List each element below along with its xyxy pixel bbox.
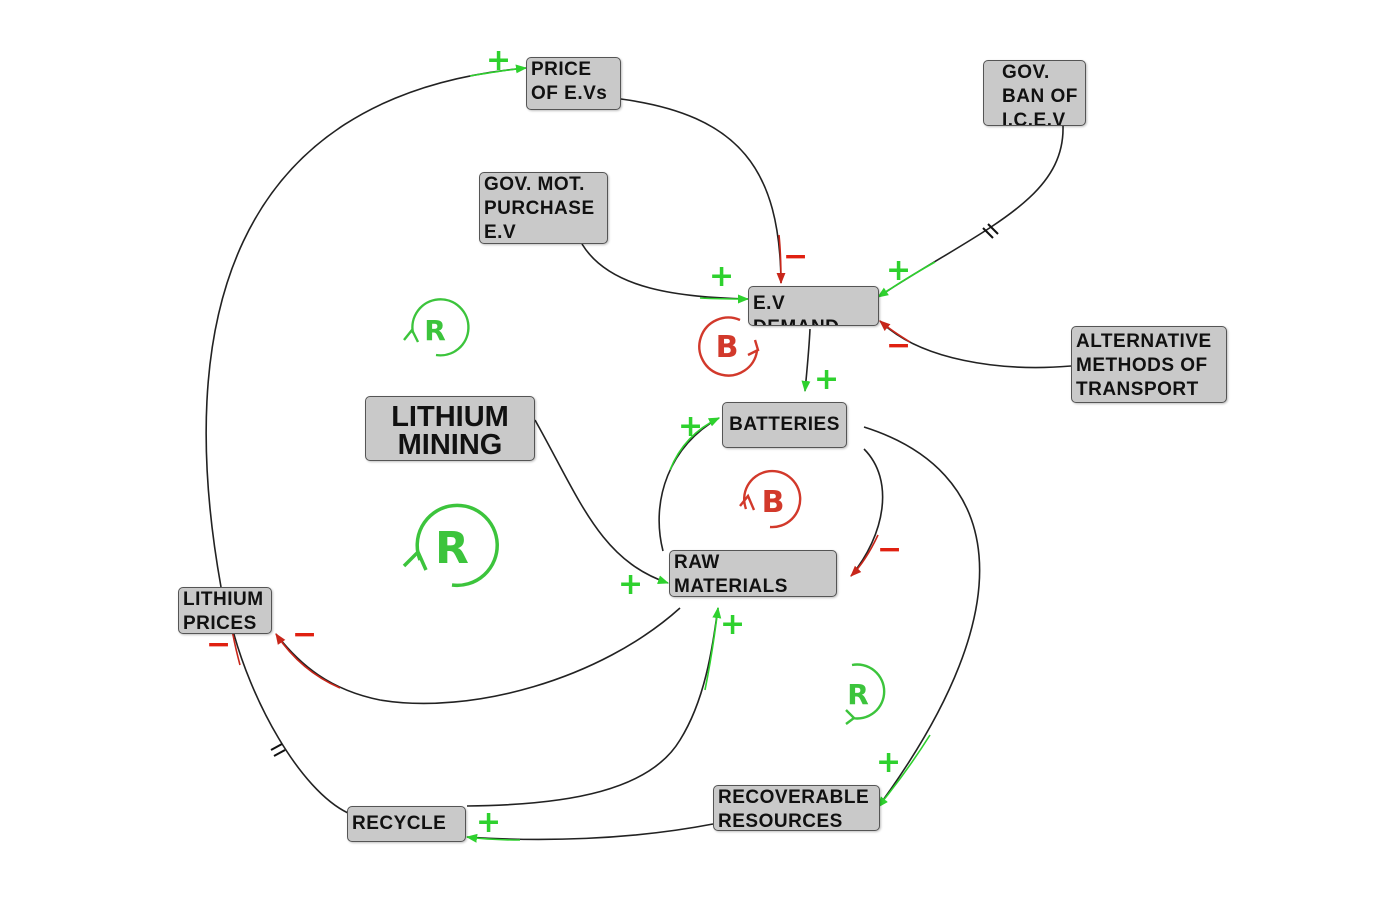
edge-batteries-to-raw-materials — [850, 448, 884, 577]
node-lithium-mining: LITHIUM MINING — [365, 396, 535, 461]
polarity-plus-demand-to-batteries: + — [814, 362, 840, 397]
delay-mark-gov-ban — [982, 223, 999, 239]
polarity-minus-recycle-to-lithium-prices: − — [206, 627, 232, 662]
edge-lithium-prices-to-price-evs — [205, 67, 527, 588]
node-batteries: BATTERIES — [722, 402, 847, 448]
svg-text:B: B — [716, 330, 739, 365]
delay-mark-recycle — [270, 743, 286, 757]
polarity-plus-raw-to-batteries: + — [678, 409, 704, 444]
edge-raw-materials-to-batteries — [658, 417, 720, 552]
polarity-plus-mining-to-raw: + — [618, 567, 644, 602]
polarity-plus-batteries-to-recoverable: + — [876, 745, 902, 780]
svg-text:R: R — [424, 314, 446, 347]
polarity-plus-gov-mot: + — [709, 259, 735, 294]
edge-recycle-to-raw-materials — [466, 607, 719, 807]
node-ev-demand: E.V DEMAND — [748, 286, 879, 326]
loop-indicator-balancing-2: B — [739, 469, 802, 529]
polarity-plus-recycle-to-raw: + — [720, 607, 746, 642]
polarity-plus-recoverable-to-recycle: + — [476, 805, 502, 840]
node-gov-mot-purchase-ev: GOV. MOT. PURCHASE E.V — [479, 172, 608, 244]
edge-batteries-to-recoverable — [863, 426, 981, 808]
edge-ev-demand-to-batteries — [801, 328, 811, 393]
node-lithium-prices: LITHIUM PRICES — [178, 587, 272, 634]
edge-raw-materials-to-lithium-prices — [275, 607, 681, 705]
node-recoverable-resources: RECOVERABLE RESOURCES — [713, 785, 880, 831]
polarity-minus-alternative: − — [886, 328, 912, 363]
loop-indicator-balancing-1: B — [698, 316, 760, 377]
node-price-of-evs: PRICE OF E.Vs — [526, 57, 621, 110]
svg-text:R: R — [847, 678, 869, 711]
node-raw-materials: RAW MATERIALS — [669, 550, 837, 597]
node-recycle: RECYCLE — [347, 806, 466, 842]
loop-indicator-reinforcing-2: R — [845, 663, 886, 725]
polarity-minus-price-to-demand: − — [783, 239, 809, 274]
edge-price-evs-to-ev-demand — [620, 98, 782, 284]
loop-indicator-reinforcing-main: R — [402, 503, 499, 588]
edge-recycle-to-lithium-prices — [230, 622, 349, 814]
svg-text:B: B — [762, 485, 785, 520]
edge-recoverable-to-recycle — [466, 823, 714, 841]
node-alternative-methods-of-transport: ALTERNATIVE METHODS OF TRANSPORT — [1071, 326, 1227, 403]
polarity-minus-raw-to-lithium-prices: − — [292, 617, 318, 652]
polarity-plus-gov-ban: + — [886, 253, 912, 288]
polarity-plus-price-evs: + — [486, 43, 512, 78]
node-gov-ban-icev: GOV. BAN OF I.C.E.V — [983, 60, 1086, 126]
loop-indicator-reinforcing-1: R — [403, 298, 470, 357]
polarity-minus-batteries-to-raw: − — [877, 532, 903, 567]
edge-lithium-mining-to-raw-materials — [534, 419, 670, 585]
svg-text:R: R — [435, 523, 469, 574]
